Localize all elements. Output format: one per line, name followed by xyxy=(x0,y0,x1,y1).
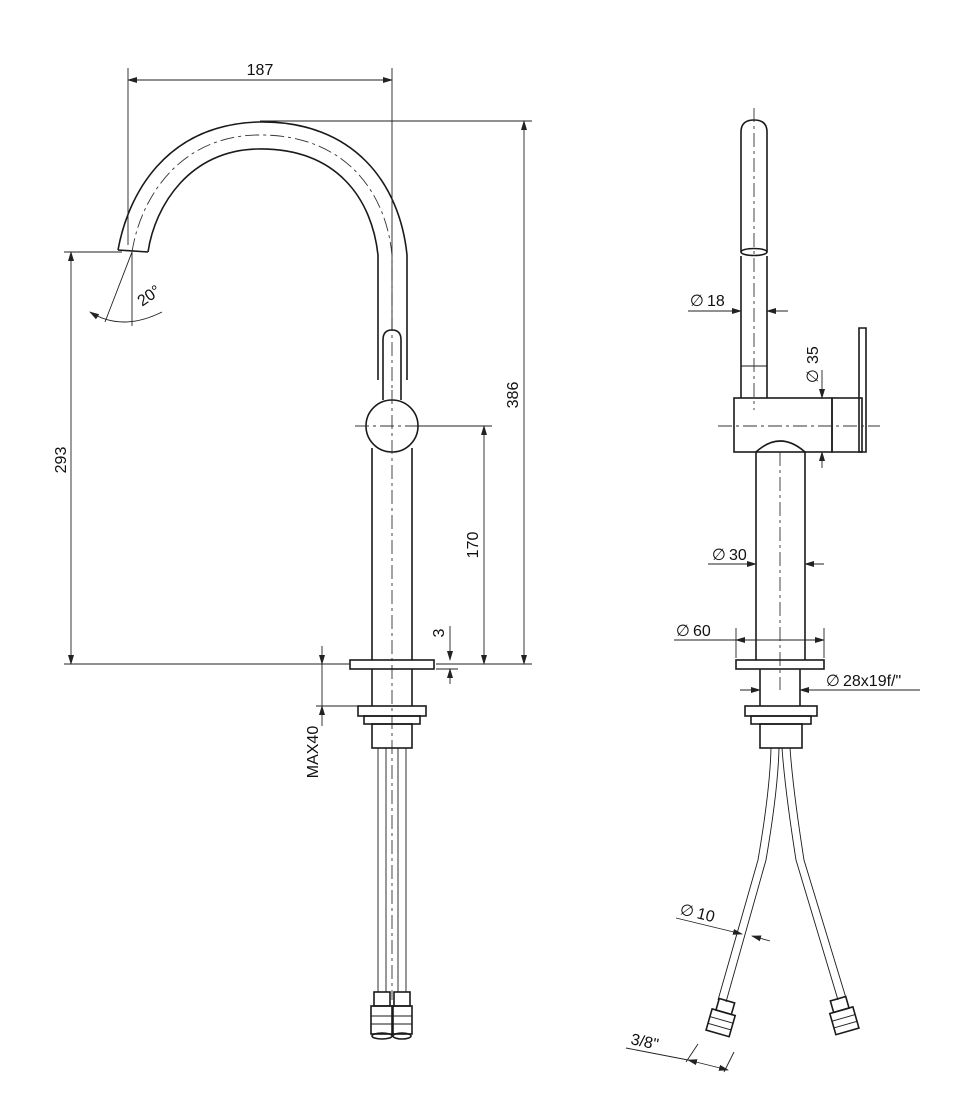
dim-spout-height: 293 xyxy=(53,251,350,665)
fixing-nut xyxy=(357,705,427,749)
dim-spout-angle: 20° xyxy=(89,251,165,326)
dim-hose-diameter: ∅ 10 xyxy=(675,901,771,942)
dim-max-deck: MAX40 xyxy=(305,646,358,778)
side-lever-block xyxy=(718,327,880,453)
side-hoses xyxy=(705,747,860,1038)
dim-spout-diameter-label: 18 xyxy=(707,293,725,310)
dim-thread: ∅ 28x19f/" xyxy=(740,673,920,693)
dim-spout-height-label: 293 xyxy=(53,447,70,474)
base-flange xyxy=(349,659,435,706)
dim-lever-height-label: 170 xyxy=(465,532,482,559)
dim-thread-label: 28x19f/" xyxy=(843,673,901,690)
supply-hoses xyxy=(370,748,413,1040)
side-spout xyxy=(740,108,768,410)
dim-lever-diameter-label: 35 xyxy=(805,346,822,364)
dim-base-diameter-label: 60 xyxy=(693,623,711,640)
front-view: 187 386 293 170 3 xyxy=(53,62,532,1040)
dim-spout-diameter-symbol: ∅ xyxy=(690,293,704,310)
dim-spout-reach-label: 187 xyxy=(247,62,274,79)
dim-body-diameter-symbol: ∅ xyxy=(712,547,726,564)
side-flange xyxy=(735,659,825,749)
dim-hose-diameter-symbol: ∅ xyxy=(678,901,696,921)
side-view: ∅ 18 ∅ 35 ∅ 30 ∅ 60 xyxy=(625,108,920,1073)
dim-flange-thickness-label: 3 xyxy=(431,628,448,637)
dim-hose-diameter-label: 10 xyxy=(695,905,716,926)
dim-spout-reach: 187 xyxy=(127,62,393,330)
dim-lever-height: 170 xyxy=(416,425,492,665)
faucet-body xyxy=(355,390,435,1000)
dim-spout-angle-label: 20° xyxy=(135,282,165,310)
dim-hose-connection: 3/8" xyxy=(625,1031,735,1073)
dim-thread-symbol: ∅ xyxy=(826,673,840,690)
side-body xyxy=(755,440,806,690)
dim-base-diameter: ∅ 60 xyxy=(674,623,825,658)
dim-total-height: 386 xyxy=(260,120,532,665)
dim-hose-connection-label: 3/8" xyxy=(629,1031,660,1053)
dim-flange-thickness: 3 xyxy=(431,626,458,684)
dim-spout-diameter: ∅ 18 xyxy=(688,293,788,314)
spout-gooseneck xyxy=(117,121,408,390)
dim-total-height-label: 386 xyxy=(505,382,522,409)
dim-max-deck-label: MAX40 xyxy=(305,726,322,779)
dim-lever-diameter: ∅ 35 xyxy=(805,346,860,468)
dim-base-diameter-symbol: ∅ xyxy=(676,623,690,640)
dim-lever-diameter-symbol: ∅ xyxy=(805,369,822,383)
dim-body-diameter: ∅ 30 xyxy=(708,547,824,567)
dim-body-diameter-label: 30 xyxy=(729,547,747,564)
